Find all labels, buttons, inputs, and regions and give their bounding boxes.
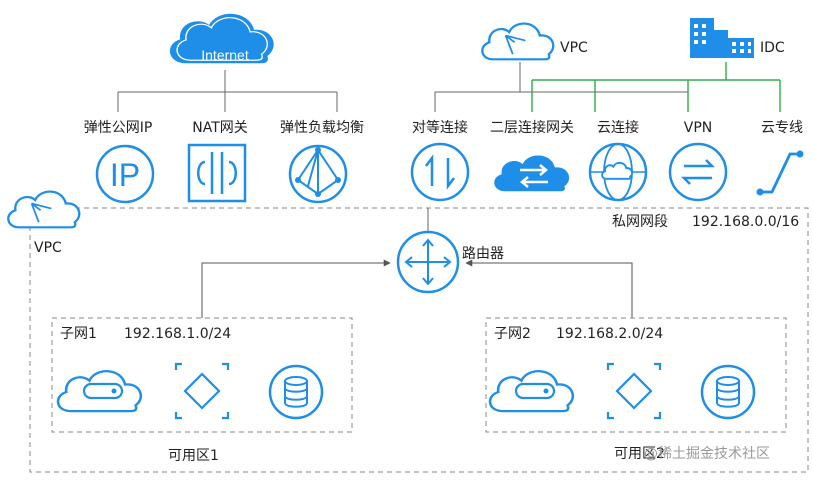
idc-label: IDC <box>760 40 785 56</box>
server-icon[interactable] <box>56 369 143 413</box>
service-label-vpn: VPN <box>684 120 713 136</box>
idc-building-icon <box>690 18 754 58</box>
database-icon[interactable] <box>268 364 324 420</box>
subnet1-name: 子网1 <box>60 326 97 342</box>
left-connectors <box>117 70 338 112</box>
subnet2-route <box>465 259 633 318</box>
direct-connect-icon[interactable] <box>756 150 804 196</box>
service-label-elb: 弹性负载均衡 <box>280 120 364 136</box>
right-connectors <box>434 62 689 112</box>
service-label-eip: 弹性公网IP <box>84 120 153 136</box>
service-label-nat: NAT网关 <box>192 120 248 136</box>
router-label: 路由器 <box>462 246 504 262</box>
private-segment-label: 私网网段 <box>612 214 668 230</box>
security-group-icon[interactable] <box>174 362 230 420</box>
cloud-connect-icon[interactable] <box>588 142 648 202</box>
private-cidr: 192.168.0.0/16 <box>692 214 799 230</box>
database-icon[interactable] <box>700 364 756 420</box>
vpc-cloud-icon <box>481 22 555 61</box>
server-icon[interactable] <box>488 369 575 413</box>
vpc-boundary <box>29 207 809 473</box>
watermark: @稀土掘金技术社区 <box>644 446 770 462</box>
peering-icon[interactable] <box>410 142 470 202</box>
load-balancer-icon[interactable] <box>288 144 348 204</box>
subnet1-cidr: 192.168.1.0/24 <box>124 326 231 342</box>
subnet2-cidr: 192.168.2.0/24 <box>556 326 663 342</box>
subnet1-route <box>201 259 391 318</box>
service-label-cloud-connect: 云连接 <box>597 119 639 136</box>
security-group-icon[interactable] <box>606 362 662 420</box>
zone2-label: 可用区2 <box>614 446 665 462</box>
service-label-direct-connect: 云专线 <box>761 120 803 136</box>
service-label-peering: 对等连接 <box>412 119 468 136</box>
subnet2-name: 子网2 <box>494 326 531 342</box>
idc-connectors <box>531 62 781 112</box>
vpc-main-cloud-icon <box>7 190 81 229</box>
nat-gateway-icon[interactable] <box>187 143 247 203</box>
vpn-icon[interactable] <box>668 142 728 202</box>
svg-text:IP: IP <box>110 157 140 193</box>
vpc-main-label: VPC <box>34 240 62 256</box>
l2-gateway-icon[interactable] <box>494 155 570 192</box>
ip-icon[interactable]: IP <box>95 144 155 204</box>
zone1-label: 可用区1 <box>168 448 219 464</box>
router-icon[interactable] <box>396 230 460 294</box>
vpc-top-label: VPC <box>560 40 588 56</box>
internet-label: Internet <box>201 47 249 63</box>
service-label-l2gw: 二层连接网关 <box>490 119 574 136</box>
